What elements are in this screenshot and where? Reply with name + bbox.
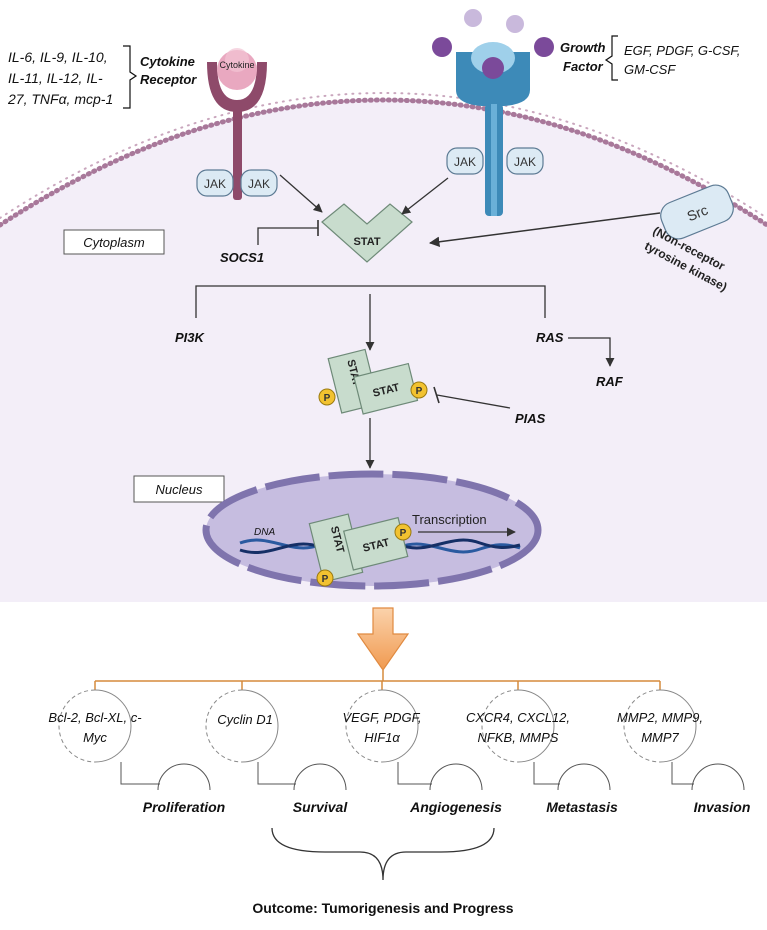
growth-factor-ligands-line2: GM-CSF (624, 62, 676, 77)
pi3k-label: PI3K (175, 330, 206, 345)
target-line1: Cyclin D1 (217, 712, 273, 727)
target-line1: VEGF, PDGF, (343, 710, 422, 725)
stat-label: STAT (353, 236, 380, 248)
target-group-invasion: MMP2, MMP9, MMP7 Invasion (617, 689, 751, 815)
target-line1: Bcl-2, Bcl-XL, c- (48, 710, 142, 725)
target-group-angiogenesis: VEGF, PDGF, HIF1α Angiogenesis (343, 689, 502, 815)
growth-factor-ligands (432, 9, 554, 57)
cytoplasm-label: Cytoplasm (83, 235, 145, 250)
outcome-brace (271, 827, 495, 881)
jak-label: JAK (514, 155, 536, 169)
phospho-label: P (416, 386, 423, 397)
target-line2: MMP7 (641, 730, 679, 745)
cytokine-receptor-label-line1: Cytokine (140, 54, 195, 69)
target-line1: MMP2, MMP9, (617, 710, 703, 725)
outcome-angiogenesis: Angiogenesis (409, 799, 502, 815)
cell-membrane (0, 97, 767, 228)
target-bracket (94, 670, 661, 690)
transcription-label: Transcription (412, 512, 487, 527)
src-label: Src (685, 202, 710, 225)
cytokine-ligands-line2: IL-11, IL-12, IL- (8, 70, 103, 86)
outcome-survival: Survival (293, 799, 349, 815)
target-group-proliferation: Bcl-2, Bcl-XL, c- Myc Proliferation (48, 689, 225, 815)
raf-label: RAF (596, 374, 624, 389)
jak-label: JAK (454, 155, 476, 169)
jak-label: JAK (204, 177, 226, 191)
growth-factor-ligands-line1: EGF, PDGF, G-CSF, (624, 43, 740, 58)
jak-left-1: JAK (196, 169, 234, 197)
target-group-metastasis: CXCR4, CXCL12, NFKB, MMPS Metastasis (466, 689, 618, 815)
socs1-label: SOCS1 (220, 250, 264, 265)
outcome-summary: Outcome: Tumorigenesis and Progress (252, 900, 513, 916)
dna-label: DNA (254, 527, 275, 538)
cytokine-ligands-line3: 27, TNFα, mcp-1 (7, 91, 113, 107)
cytokine-receptor-label-line2: Receptor (140, 72, 197, 87)
target-line1: CXCR4, CXCL12, (466, 710, 570, 725)
growth-factor-label-line2: Factor (563, 59, 604, 74)
target-line2: NFKB, MMPS (478, 730, 559, 745)
phospho-label: P (322, 574, 329, 585)
cytokine-ligand-label: Cytokine (219, 60, 254, 70)
stat-inactive: STAT (321, 203, 413, 263)
stat-dimer-nuclear: STAT STAT P P (308, 513, 412, 587)
jak-right-1: JAK (446, 147, 484, 175)
phospho-label: P (324, 393, 331, 404)
cytokine-receptor: Cytokine (207, 48, 267, 200)
outcome-metastasis: Metastasis (546, 799, 618, 815)
growth-factor-receptor (456, 42, 530, 216)
big-down-arrow (356, 607, 410, 672)
outcome-invasion: Invasion (694, 799, 751, 815)
jak-label: JAK (248, 177, 270, 191)
stat-dimer-phosphorylated: STAT STAT P P (318, 348, 428, 415)
cytokine-ligand-list: IL-6, IL-9, IL-10, IL-11, IL-12, IL- 27,… (7, 45, 138, 109)
cytokine-ligands-line1: IL-6, IL-9, IL-10, (8, 49, 108, 65)
target-line2: HIF1α (364, 730, 400, 745)
jak-left-2: JAK (240, 169, 278, 197)
pias-label: PIAS (515, 411, 546, 426)
target-line2: Myc (83, 730, 107, 745)
outcome-proliferation: Proliferation (143, 799, 225, 815)
growth-factor-label-line1: Growth (560, 40, 606, 55)
target-group-survival: Cyclin D1 Survival (205, 689, 349, 815)
src-kinase: Src (660, 184, 734, 240)
jak-right-2: JAK (506, 147, 544, 175)
ras-label: RAS (536, 330, 564, 345)
phospho-label: P (400, 528, 407, 539)
nucleus-label: Nucleus (156, 482, 203, 497)
